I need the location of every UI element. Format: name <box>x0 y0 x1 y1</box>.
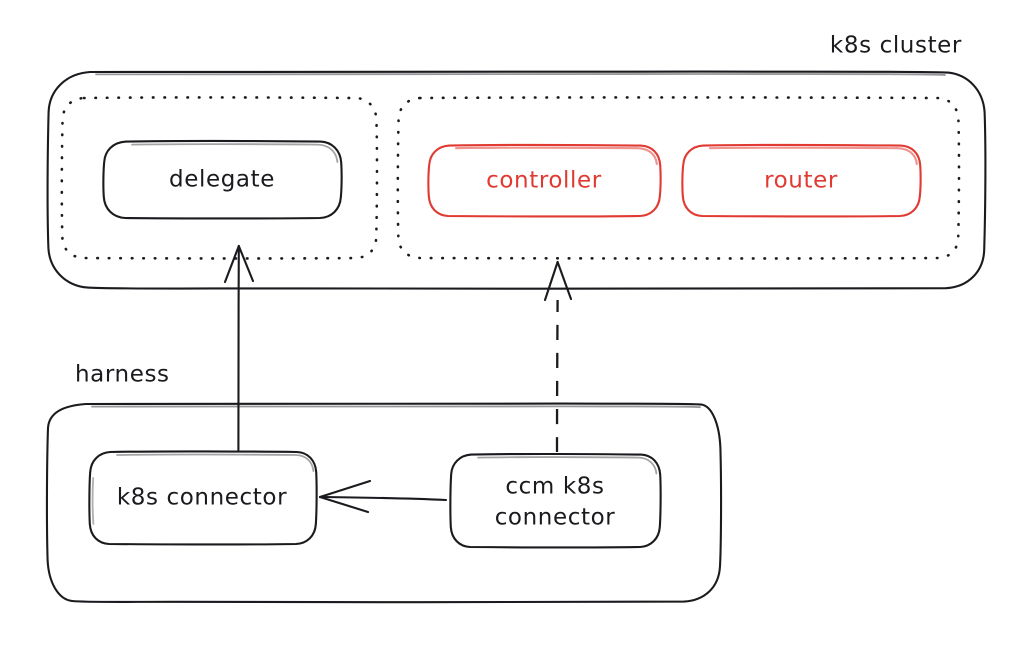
node-router[interactable]: router <box>681 143 922 218</box>
node-controller[interactable]: controller <box>427 143 662 218</box>
node-k8s-connector-label: k8s connector <box>117 485 287 511</box>
harness-label: harness <box>75 362 170 388</box>
node-ccm-k8s-connector[interactable]: ccm k8s connector <box>449 452 662 549</box>
node-delegate[interactable]: delegate <box>102 139 343 220</box>
container-harness: harness <box>45 362 723 604</box>
edge-connector-to-delegate <box>223 244 255 452</box>
container-k8s-cluster: k8s cluster <box>46 33 987 290</box>
k8s-cluster-label: k8s cluster <box>830 33 962 59</box>
node-delegate-label: delegate <box>169 167 275 193</box>
edge-ccm-to-control-plane <box>543 260 573 453</box>
node-ccm-k8s-connector-label-line1: ccm k8s <box>505 474 604 500</box>
node-k8s-connector[interactable]: k8s connector <box>88 450 318 546</box>
edge-ccm-to-connector <box>318 479 448 514</box>
node-router-label: router <box>764 168 838 194</box>
group-control-plane <box>396 96 961 260</box>
node-ccm-k8s-connector-label-line2: connector <box>495 505 616 531</box>
node-controller-label: controller <box>486 168 602 194</box>
